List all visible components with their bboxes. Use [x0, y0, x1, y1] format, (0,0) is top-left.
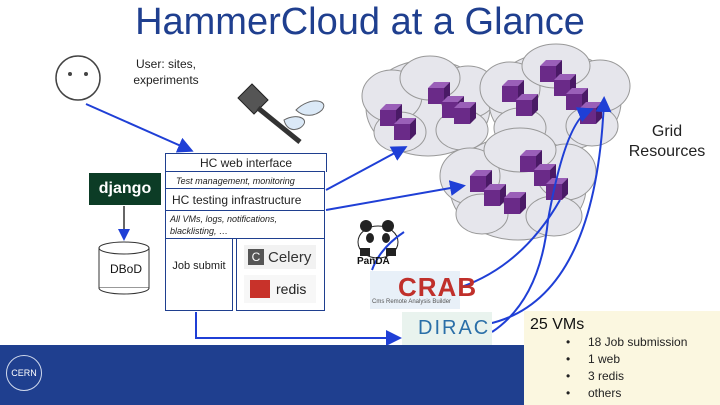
cern-logo: CERN — [6, 355, 42, 391]
vm-stat-item: •1 web — [566, 352, 621, 366]
vm-stat-item: •others — [566, 386, 622, 400]
testing-infrastructure-description: All VMs, logs, notifications, blacklisti… — [165, 211, 325, 239]
flow-arrows — [85, 96, 612, 346]
dirac-logo: DIRAC — [418, 317, 491, 339]
web-interface-box: HC web interface — [165, 153, 327, 172]
page-title: HammerCloud at a Glance — [135, 1, 585, 43]
grid-resources-label: Grid Resources — [628, 123, 706, 160]
dirac-logo-bg — [402, 312, 492, 346]
crab-logo-bg — [370, 271, 460, 309]
web-interface-description: Test management, monitoring — [165, 171, 325, 189]
celery-logo: Celery — [268, 249, 312, 266]
cloud-top-left — [361, 55, 499, 157]
crab-subtitle: Cms Remote Analysis Builder — [372, 299, 452, 305]
django-logo: django — [89, 173, 161, 205]
testing-infrastructure-box: HC testing infrastructure — [165, 189, 325, 211]
redis-icon — [250, 280, 270, 298]
celery-icon: C — [248, 249, 264, 265]
panda-logo: PanDA — [357, 256, 390, 267]
job-submit-box — [165, 239, 233, 311]
vm-stat-item: •18 Job submission — [566, 335, 688, 349]
job-submit-label: Job submit — [172, 260, 226, 272]
vm-count-title: 25 VMs — [530, 316, 585, 333]
vm-stat-item: •3 redis — [566, 369, 625, 383]
redis-logo: redis — [276, 281, 307, 297]
footer-bar — [0, 345, 524, 405]
user-label: User: sites, experiments — [133, 57, 199, 87]
crab-logo: CRAB — [398, 272, 478, 302]
user-face-icon — [55, 55, 101, 101]
hammercloud-hammer-icon — [237, 83, 325, 144]
tools-box — [236, 239, 325, 311]
vm-stats-panel — [524, 311, 720, 405]
database-icon — [98, 241, 150, 295]
panda-icon — [357, 220, 399, 259]
database-label: DBoD — [109, 262, 142, 276]
